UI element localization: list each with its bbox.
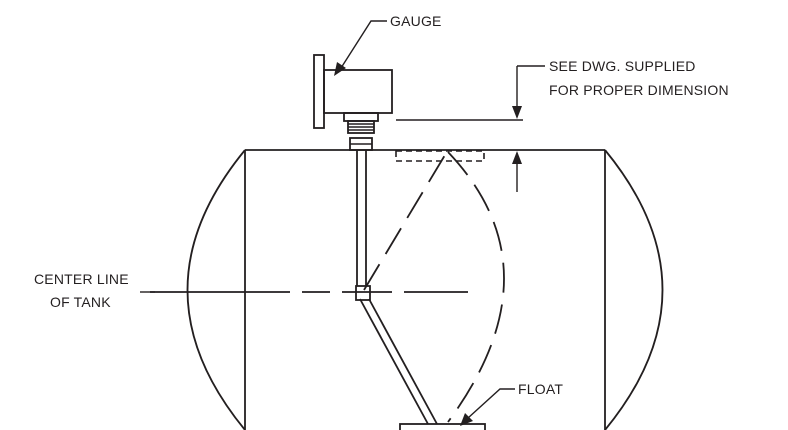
phantom-float-top xyxy=(395,150,485,162)
gauge-housing xyxy=(323,69,393,114)
gauge-stem xyxy=(355,150,371,301)
gauge-leader-line xyxy=(340,20,387,69)
center-line-label-line1: CENTER LINE xyxy=(34,271,129,287)
gauge-leader xyxy=(334,20,387,76)
float-leader-line xyxy=(467,388,515,419)
see-dwg-label-line1: SEE DWG. SUPPLIED xyxy=(549,58,696,74)
dim-arrow-down xyxy=(512,106,522,119)
float-arm-right xyxy=(368,298,438,425)
tank-left-head xyxy=(186,149,246,430)
float-leader xyxy=(460,388,515,426)
see-dwg-label-line2: FOR PROPER DIMENSION xyxy=(549,82,729,98)
gauge-leader-arrow xyxy=(334,62,346,76)
dimension-marker xyxy=(396,65,545,192)
float-leader-arrow xyxy=(460,413,473,426)
gauge-label: GAUGE xyxy=(390,13,442,29)
gauge-head xyxy=(313,54,393,151)
tank xyxy=(186,149,664,430)
float-label: FLOAT xyxy=(518,381,563,397)
phantom-arm-upper xyxy=(363,149,449,291)
center-line-label-line2: OF TANK xyxy=(50,294,111,310)
float xyxy=(399,423,486,430)
tank-right-head xyxy=(604,149,664,430)
dim-arrow-up xyxy=(512,151,522,164)
float-travel-arc xyxy=(447,151,505,423)
gauge-neck xyxy=(343,112,379,122)
gauge-flange-plate xyxy=(313,54,325,129)
float-arm-left xyxy=(359,298,429,425)
pivot-block xyxy=(355,285,371,301)
phantom-float-travel xyxy=(363,149,505,423)
float-arm xyxy=(359,298,438,425)
